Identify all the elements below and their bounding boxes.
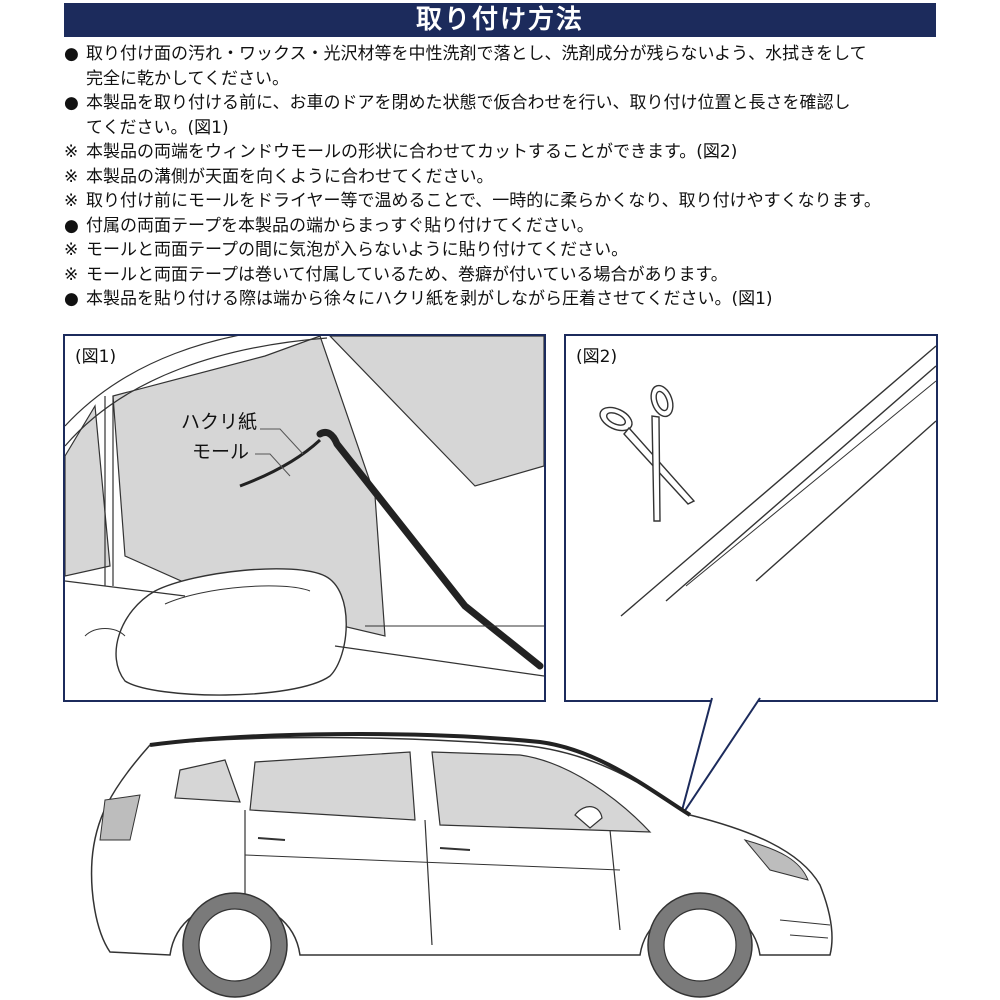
instruction-bullet: ● bbox=[64, 93, 79, 113]
instruction-item: ● 本製品を貼り付ける際は端から徐々にハクリ紙を剥がしながら圧着させてください。(… bbox=[64, 287, 944, 312]
figure-1-label: (図1) bbox=[75, 347, 117, 367]
instruction-bullet: ● bbox=[64, 289, 79, 309]
instruction-item: ※ 本製品の両端をウィンドウモールの形状に合わせてカットすることができます。(図2… bbox=[64, 140, 944, 165]
instruction-bullet: ※ bbox=[64, 142, 79, 162]
instruction-text: 本製品を取り付ける前に、お車のドアを閉めた状態で仮合わせを行い、取り付け位置と長… bbox=[86, 93, 851, 113]
instruction-item: ● 本製品を取り付ける前に、お車のドアを閉めた状態で仮合わせを行い、取り付け位置と… bbox=[64, 91, 944, 116]
door-closeup-illustration bbox=[65, 336, 544, 696]
instruction-item: ※ モールと両面テープの間に気泡が入らないように貼り付けてください。 bbox=[64, 238, 944, 263]
instruction-bullet: ● bbox=[64, 215, 79, 236]
callout-molding: モール bbox=[191, 441, 249, 463]
figure-1: (図1) ハクリ紙 モール bbox=[63, 334, 546, 702]
instruction-list: ● 取り付け面の汚れ・ワックス・光沢材等を中性洗剤で落とし、洗剤成分が残らないよう… bbox=[64, 42, 944, 312]
instruction-text: 付属の両面テープを本製品の端からまっすぐ貼り付けてください。 bbox=[86, 215, 594, 236]
scissors-icon bbox=[599, 384, 696, 522]
instruction-item: ● 取り付け面の汚れ・ワックス・光沢材等を中性洗剤で落とし、洗剤成分が残らないよう… bbox=[64, 42, 944, 67]
cutting-illustration bbox=[599, 345, 936, 617]
instruction-bullet: ※ bbox=[64, 240, 79, 260]
instruction-item: ※ 取り付け前にモールをドライヤー等で温めることで、一時的に柔らかくなり、取り付け… bbox=[64, 189, 944, 214]
instruction-text: 本製品の両端をウィンドウモールの形状に合わせてカットすることができます。(図2) bbox=[86, 142, 738, 162]
instruction-text: 完全に乾かしてください。 bbox=[86, 68, 289, 89]
instruction-text: モールと両面テープの間に気泡が入らないように貼り付けてください。 bbox=[86, 240, 629, 260]
instruction-text: 本製品を貼り付ける際は端から徐々にハクリ紙を剥がしながら圧着させてください。(図… bbox=[86, 289, 773, 309]
callout-peel-paper: ハクリ紙 bbox=[180, 411, 257, 433]
instruction-text: 本製品の溝側が天面を向くように合わせてください。 bbox=[86, 166, 494, 187]
figure-2-label: (図2) bbox=[576, 347, 618, 367]
instruction-item: てください。(図1) bbox=[64, 116, 944, 141]
instruction-item: ※ モールと両面テープは巻いて付属しているため、巻癖が付いている場合があります。 bbox=[64, 263, 944, 288]
instruction-text: 取り付け前にモールをドライヤー等で温めることで、一時的に柔らかくなり、取り付けや… bbox=[86, 191, 881, 211]
instruction-bullet: ※ bbox=[64, 264, 79, 285]
figure-2: (図2) bbox=[564, 334, 938, 702]
car-illustration bbox=[90, 697, 833, 998]
instruction-text: モールと両面テープは巻いて付属しているため、巻癖が付いている場合があります。 bbox=[86, 264, 728, 285]
page-title: 取り付け方法 bbox=[64, 3, 936, 37]
instruction-item: 完全に乾かしてください。 bbox=[64, 67, 944, 92]
instruction-bullet: ※ bbox=[64, 191, 79, 211]
instruction-text: てください。(図1) bbox=[86, 117, 229, 138]
instruction-bullet: ● bbox=[64, 44, 79, 64]
instruction-bullet: ※ bbox=[64, 166, 79, 187]
instruction-item: ※ 本製品の溝側が天面を向くように合わせてください。 bbox=[64, 165, 944, 190]
instruction-text: 取り付け面の汚れ・ワックス・光沢材等を中性洗剤で落とし、洗剤成分が残らないよう、… bbox=[86, 44, 867, 64]
instruction-item: ● 付属の両面テープを本製品の端からまっすぐ貼り付けてください。 bbox=[64, 214, 944, 239]
